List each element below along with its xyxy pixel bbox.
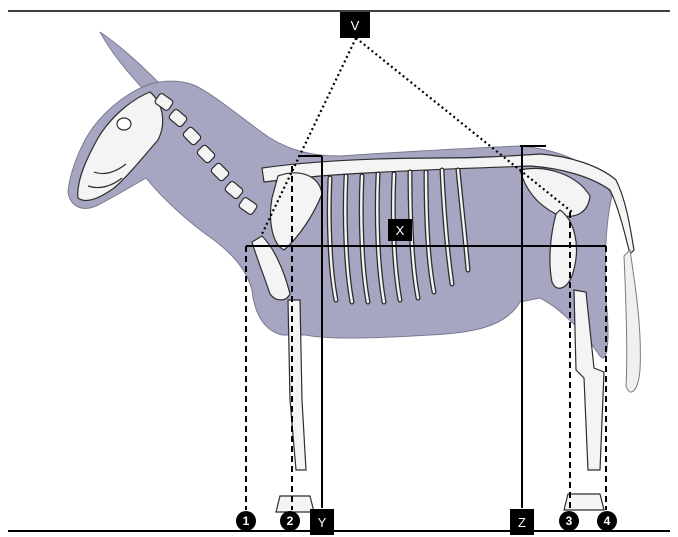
label-z: Z — [510, 509, 534, 535]
fore-hoof — [276, 496, 314, 512]
label-y-text: Y — [318, 515, 327, 530]
tail — [624, 250, 640, 392]
marker-1: 1 — [236, 511, 256, 531]
marker-3: 3 — [559, 511, 579, 531]
label-v: V — [340, 12, 370, 38]
label-z-text: Z — [518, 515, 526, 530]
label-x-text: X — [396, 223, 405, 238]
marker-4: 4 — [597, 511, 617, 531]
label-v-text: V — [351, 18, 360, 33]
label-x: X — [388, 219, 412, 241]
marker-2: 2 — [280, 511, 300, 531]
marker-3-text: 3 — [566, 514, 573, 528]
marker-2-text: 2 — [287, 514, 294, 528]
label-y: Y — [310, 509, 334, 535]
marker-1-text: 1 — [243, 514, 250, 528]
marker-4-text: 4 — [604, 514, 611, 528]
donkey-silhouette — [68, 32, 612, 358]
